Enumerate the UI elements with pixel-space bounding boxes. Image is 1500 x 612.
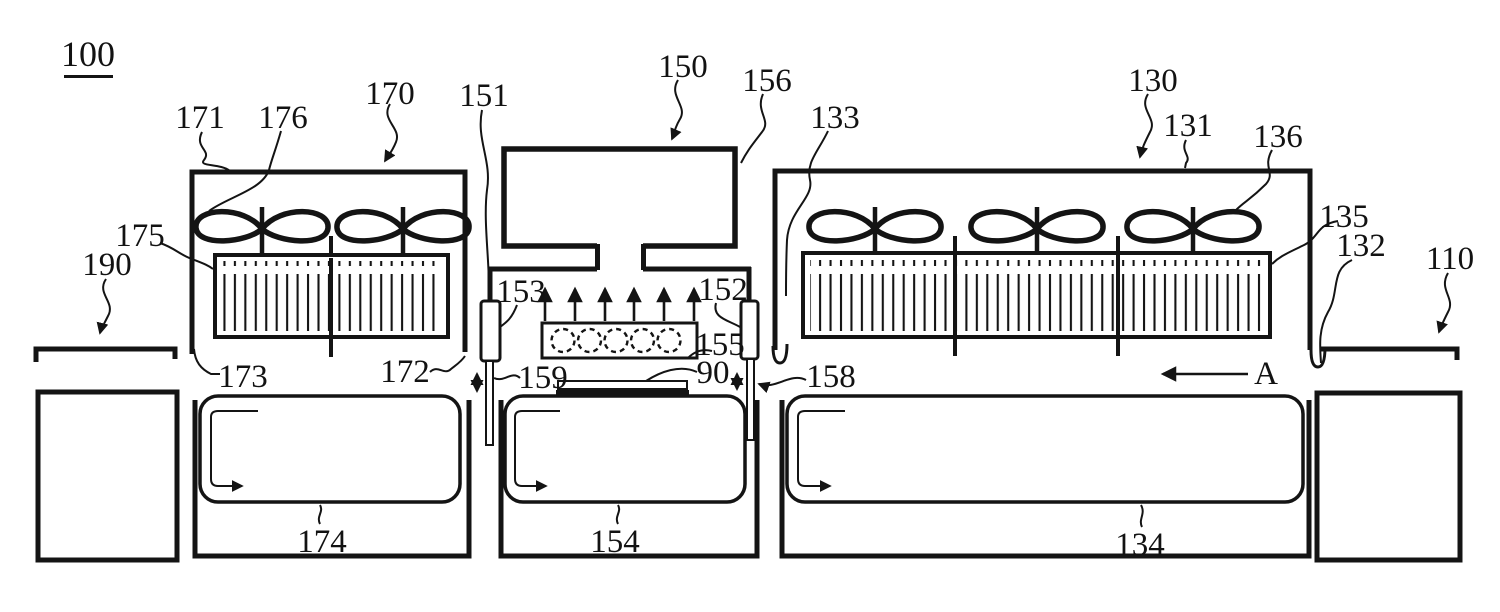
substrate-plate [557, 380, 688, 390]
leader-159 [493, 374, 521, 381]
ref-label-150: 150 [658, 49, 708, 85]
ref-label-172: 172 [380, 354, 430, 390]
ref-label-155: 155 [695, 327, 745, 363]
leader-156 [740, 93, 767, 164]
section-134-walls [779, 400, 1312, 559]
ref-label-154: 154 [590, 524, 640, 560]
leader-lines [96, 79, 1451, 528]
center-chamber [470, 266, 760, 446]
ref-label-136: 136 [1253, 119, 1303, 155]
leader-110 [1436, 272, 1451, 334]
heater-lamp-icon [656, 327, 682, 354]
leader-172 [429, 355, 466, 373]
leader-90 [645, 367, 698, 382]
direction-label-A: A [1254, 356, 1278, 392]
leader-152 [714, 302, 741, 328]
ref-label-159: 159 [518, 360, 568, 396]
ref-label-153: 153 [496, 274, 546, 310]
leader-150 [670, 79, 683, 141]
ref-label-134: 134 [1115, 527, 1165, 563]
leader-134 [1139, 504, 1144, 528]
heater-lamp-icon [603, 327, 629, 354]
left-chamber-outline [189, 169, 468, 354]
leader-151 [479, 109, 491, 299]
hood-outline [501, 146, 738, 249]
section-134-duct [785, 394, 1305, 504]
leader-170 [384, 103, 399, 163]
right-end-box [1314, 390, 1463, 563]
ref-label-174: 174 [297, 524, 347, 560]
ref-label-176: 176 [258, 100, 308, 136]
leader-133 [785, 130, 829, 297]
section-174 [192, 394, 472, 559]
section-174-duct [198, 394, 462, 504]
exhaust-hood [501, 146, 738, 270]
section-134 [779, 394, 1312, 559]
section-174-walls [192, 400, 472, 559]
leader-175 [159, 242, 214, 270]
leader-174 [317, 504, 323, 525]
left-end-box [35, 389, 180, 563]
left-lift-pin-rod [485, 360, 494, 446]
ref-label-110: 110 [1426, 241, 1474, 277]
leader-130 [1136, 93, 1153, 159]
ref-label-132: 132 [1336, 228, 1386, 264]
ref-label-133: 133 [810, 100, 860, 136]
ref-label-151: 151 [459, 78, 509, 114]
leader-132 [1319, 259, 1353, 364]
heat-flow-arrows [537, 286, 702, 321]
section-154-duct [503, 394, 747, 504]
heater-lamps [550, 327, 682, 354]
leader-153 [499, 304, 518, 328]
right-lift-pin-rod [746, 358, 755, 441]
circulation-arrow [210, 410, 258, 492]
leader-190 [96, 278, 111, 335]
right-exit-rail [1320, 346, 1460, 360]
ref-label-171: 171 [175, 100, 225, 136]
leader-154 [615, 504, 621, 525]
ref-label-152: 152 [698, 272, 748, 308]
ref-label-173: 173 [218, 359, 268, 395]
leader-155 [687, 349, 713, 359]
leader-131 [1183, 139, 1189, 169]
leader-135 [1271, 220, 1339, 265]
right-chamber-outline [772, 168, 1313, 350]
heater-lamp-icon [550, 327, 576, 354]
leader-173 [193, 348, 220, 375]
section-154 [498, 394, 760, 559]
leader-176 [208, 130, 282, 212]
ref-label-131: 131 [1163, 108, 1213, 144]
ref-label-135: 135 [1319, 199, 1369, 235]
ref-label-190: 190 [82, 247, 132, 283]
left-entry-rail [33, 346, 178, 362]
ref-label-156: 156 [742, 63, 792, 99]
section-154-walls [498, 400, 760, 559]
heater-lamp-icon [629, 327, 656, 354]
figure-number-label: 100 [61, 34, 115, 74]
circulation-arrow [514, 410, 560, 492]
right-chamber-right-wall-hook [1309, 346, 1327, 369]
left-chamber [189, 169, 469, 357]
leader-136 [1235, 149, 1273, 211]
ref-label-90: 90 [697, 355, 730, 391]
ref-label-175: 175 [115, 218, 165, 254]
leader-171 [199, 131, 231, 172]
right-chamber [771, 168, 1327, 369]
ref-label-158: 158 [806, 359, 856, 395]
right-chamber-left-wall-hook [771, 343, 789, 365]
ref-label-130: 130 [1128, 63, 1178, 99]
leader-158 [757, 377, 807, 394]
filter-hatch [810, 260, 1263, 331]
circulation-arrow [797, 410, 845, 492]
ref-label-170: 170 [365, 76, 415, 112]
heater-lamp-icon [576, 327, 603, 354]
left-lift-pin-body [479, 299, 502, 363]
